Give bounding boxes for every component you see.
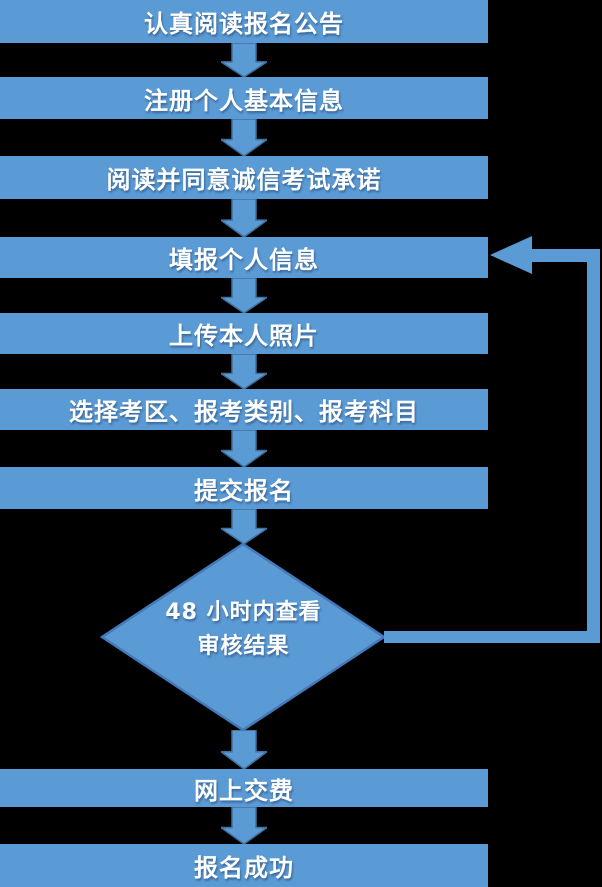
- left-arrowhead-icon: [490, 236, 532, 274]
- node-label: 上传本人照片: [169, 322, 319, 350]
- down-arrow-icon: [221, 730, 267, 769]
- connector-bottom-segment: [384, 631, 600, 643]
- node-read-announcement: 认真阅读报名公告: [0, 0, 488, 43]
- node-label: 阅读并同意诚信考试承诺: [106, 166, 382, 194]
- decision-label: 48 小时内查看 审核结果: [102, 596, 385, 668]
- decision-label-line2: 审核结果: [197, 634, 290, 659]
- node-label: 提交报名: [194, 476, 294, 505]
- down-arrow-icon: [221, 119, 267, 156]
- node-register-basic-info: 注册个人基本信息: [0, 77, 488, 119]
- node-label: 注册个人基本信息: [144, 86, 344, 115]
- node-registration-success: 报名成功: [0, 844, 488, 887]
- node-label: 报名成功: [194, 854, 294, 882]
- node-label: 网上交费: [194, 776, 294, 805]
- down-arrow-icon: [221, 354, 267, 389]
- node-fill-personal-info: 填报个人信息: [0, 237, 488, 278]
- connector-vertical-segment: [587, 249, 600, 643]
- connector-top-segment: [531, 249, 600, 262]
- node-upload-photo: 上传本人照片: [0, 313, 488, 354]
- down-arrow-icon: [221, 430, 267, 467]
- down-arrow-icon: [221, 509, 267, 544]
- node-select-exam-options: 选择考区、报考类别、报考科目: [0, 389, 488, 430]
- decision-label-line1: 48 小时内查看: [165, 600, 322, 625]
- node-label: 认真阅读报名公告: [144, 10, 344, 38]
- node-agree-integrity-pledge: 阅读并同意诚信考试承诺: [0, 156, 488, 199]
- down-arrow-icon: [221, 278, 267, 313]
- node-submit-registration: 提交报名: [0, 467, 488, 509]
- decision-check-review-result: [100, 542, 386, 732]
- node-pay-online: 网上交费: [0, 769, 488, 807]
- down-arrow-icon: [221, 199, 267, 237]
- node-label: 选择考区、报考类别、报考科目: [69, 398, 419, 426]
- node-label: 填报个人信息: [169, 246, 319, 274]
- down-arrow-icon: [221, 807, 267, 844]
- down-arrow-icon: [221, 43, 267, 77]
